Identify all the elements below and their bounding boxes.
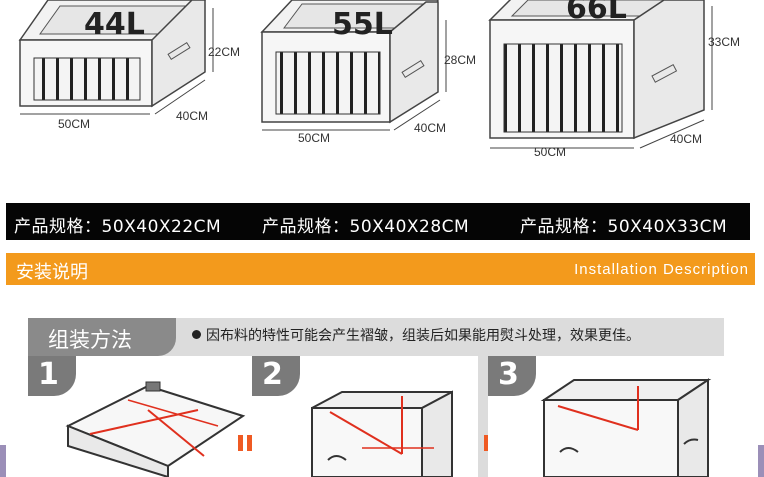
assembly-method-tab: 组装方法 xyxy=(28,318,176,356)
step-number-badge: 1 xyxy=(28,356,76,396)
storage-box-icon xyxy=(65,381,246,477)
volume-label: 55L xyxy=(332,7,393,42)
installation-title-cn: 安装说明 xyxy=(16,262,88,283)
dimension-depth: 40CM xyxy=(414,121,446,135)
dimension-width: 50CM xyxy=(58,117,90,131)
dimension-height: 28CM xyxy=(444,53,476,67)
dimension-width: 50CM xyxy=(534,145,566,159)
spec-44l: 产品规格：50X40X22CM xyxy=(14,217,222,237)
assembly-note-text: 因布料的特性可能会产生褶皱，组装后如果能用熨斗处理，效果更佳。 xyxy=(206,328,640,344)
left-edge-decoration xyxy=(0,445,6,477)
dimension-height: 22CM xyxy=(208,45,240,59)
dimension-height: 33CM xyxy=(708,35,740,49)
volume-label: 66L xyxy=(566,0,627,26)
right-edge-decoration xyxy=(758,445,764,477)
box-66l: 66L 50CM 40CM 33CM xyxy=(488,0,740,159)
step-number-badge: 3 xyxy=(488,356,536,396)
assembly-note: 因布料的特性可能会产生褶皱，组装后如果能用熨斗处理，效果更佳。 xyxy=(192,325,640,345)
dimension-width: 50CM xyxy=(298,131,330,145)
storage-box-icon xyxy=(540,378,712,477)
spec-55l: 产品规格：50X40X28CM xyxy=(262,217,470,237)
dimension-depth: 40CM xyxy=(670,132,702,146)
bullet-icon xyxy=(192,330,201,339)
storage-box-icon xyxy=(311,390,453,477)
box-44l: 44L 50CM 40CM 22CM xyxy=(18,0,240,131)
product-dimension-diagrams: 44L 50CM 40CM 22CM 55L 50CM 40CM 28CM 66… xyxy=(18,0,740,159)
step-2: 2 xyxy=(252,356,478,477)
step-number-badge: 2 xyxy=(252,356,300,396)
installation-header: 安装说明 Installation Description xyxy=(6,253,755,285)
installation-title-en: Installation Description xyxy=(574,261,749,278)
assembly-method-label: 组装方法 xyxy=(48,328,132,352)
spec-66l: 产品规格：50X40X33CM xyxy=(520,217,728,237)
spec-bar: 产品规格：50X40X22CM 产品规格：50X40X28CM 产品规格：50X… xyxy=(6,203,750,240)
step-3: 3 xyxy=(488,356,724,477)
volume-label: 44L xyxy=(84,7,145,42)
dimension-depth: 40CM xyxy=(176,109,208,123)
box-55l: 55L 50CM 40CM 28CM xyxy=(260,0,476,145)
step-1: 1 xyxy=(28,356,254,477)
